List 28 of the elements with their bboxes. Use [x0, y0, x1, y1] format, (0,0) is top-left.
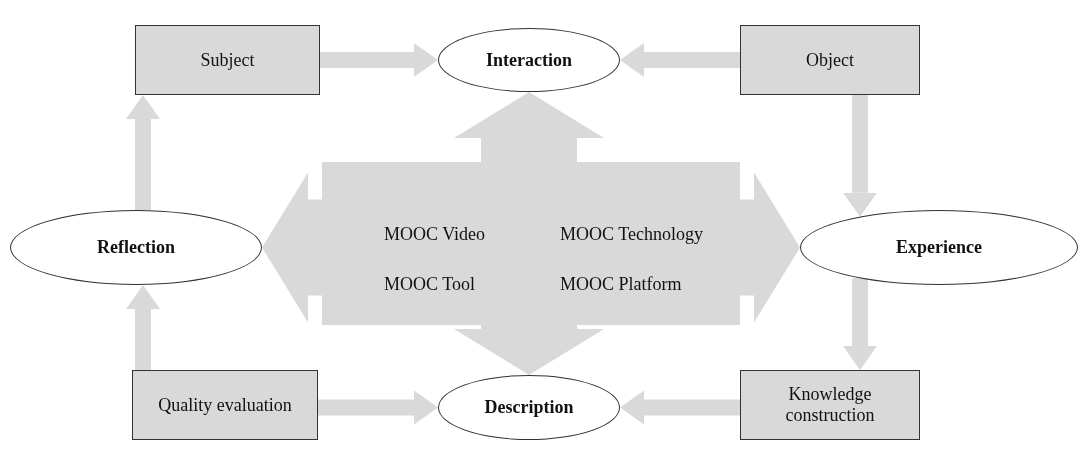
node-label: Interaction: [485, 49, 573, 71]
process-box: [740, 370, 920, 440]
process-box: [135, 25, 320, 95]
node-label: Object: [805, 49, 855, 71]
arrow: [320, 43, 438, 77]
block-arrow: [454, 92, 604, 162]
arrow: [620, 390, 740, 425]
arrow: [843, 95, 877, 217]
block-arrow: [740, 172, 800, 323]
block-arrow: [262, 172, 322, 323]
block-arrow: [454, 325, 604, 375]
arrow: [126, 95, 160, 211]
node-label: Knowledge construction: [784, 384, 876, 426]
arrow: [843, 278, 877, 370]
arrow: [126, 284, 160, 370]
node-label: MOOC Tool: [384, 274, 475, 295]
node-label: Description: [483, 397, 575, 418]
arrow: [620, 43, 740, 77]
node-label: Reflection: [96, 237, 176, 258]
arrow: [318, 390, 438, 425]
node-label: Experience: [895, 237, 983, 258]
process-box: [132, 370, 318, 440]
node-label: MOOC Video: [384, 224, 486, 245]
node-label: Subject: [199, 49, 256, 71]
node-label: MOOC Technology: [560, 224, 703, 245]
process-box: [740, 25, 920, 95]
node-label: Quality evaluation: [157, 394, 293, 416]
node-label: MOOC Platform: [560, 274, 682, 295]
